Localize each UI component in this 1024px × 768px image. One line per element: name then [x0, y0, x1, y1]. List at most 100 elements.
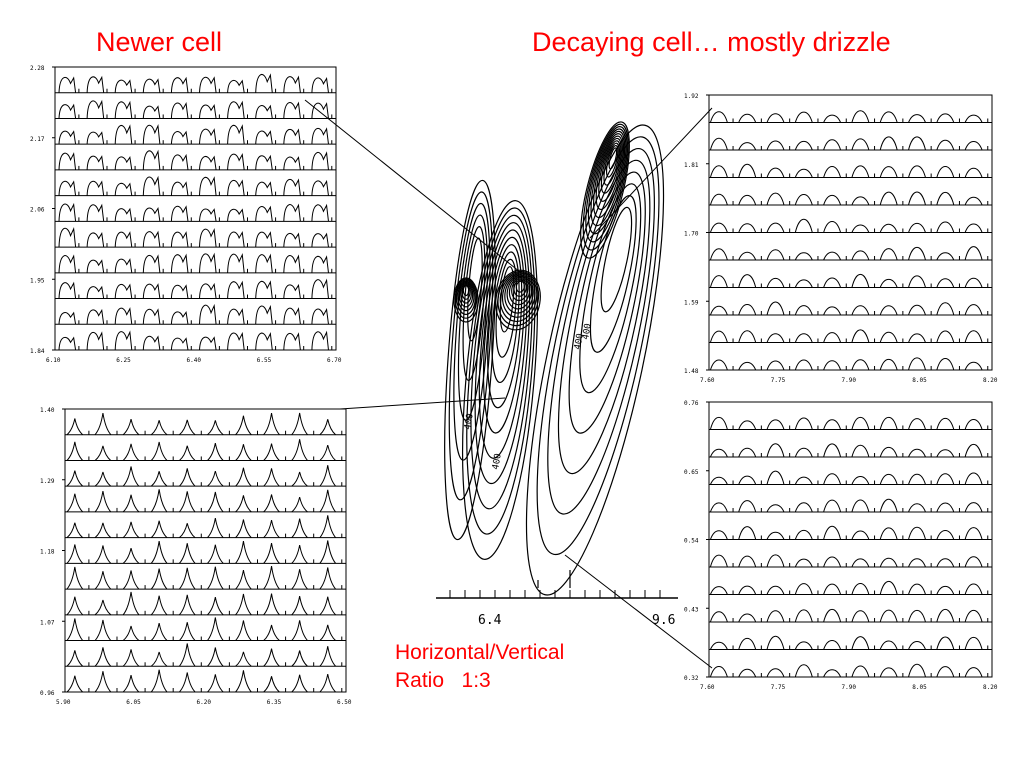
contour-line	[460, 282, 472, 304]
y-tick-label: 1.84	[30, 348, 45, 355]
aspect-ratio-caption: Horizontal/Vertical Ratio 1:3	[395, 641, 565, 692]
x-tick-label: 6.55	[257, 357, 272, 364]
x-tick-label: 6.40	[187, 357, 202, 364]
x-tick-label: 6.20	[197, 699, 212, 706]
contour-value-label: 400	[573, 333, 586, 351]
y-tick-label: 1.48	[684, 368, 699, 375]
spectrum-trace	[709, 163, 983, 178]
spectrum-trace	[66, 643, 336, 667]
x-tick-label: 7.90	[842, 684, 857, 691]
x-tick-label: 6.50	[337, 699, 352, 706]
spectrum-trace	[58, 124, 329, 145]
spectrum-trace	[66, 591, 336, 616]
contour-line	[525, 124, 665, 596]
y-tick-label: 1.18	[40, 549, 55, 556]
spectrum-trace	[58, 175, 329, 196]
spectrum-trace	[709, 580, 983, 595]
y-tick-label: 1.81	[684, 162, 699, 169]
y-tick-label: 1.95	[30, 277, 45, 284]
y-tick-label: 0.32	[684, 675, 699, 682]
contour-line	[474, 222, 531, 485]
contour-value-label: 400	[463, 413, 476, 431]
contour-line	[513, 279, 527, 297]
contour-line	[497, 270, 540, 327]
contour-line	[557, 159, 651, 475]
x-tick-label: 5.90	[56, 699, 71, 706]
spectrum-trace	[66, 565, 336, 590]
x-tick-label: 9.6	[652, 613, 675, 628]
spectrum-trace	[709, 663, 983, 678]
x-tick-label: 7.60	[700, 684, 715, 691]
contour-line	[585, 126, 628, 243]
contour-stem	[537, 570, 571, 588]
spectrum-trace	[709, 191, 983, 206]
y-tick-label: 2.06	[30, 207, 45, 214]
y-tick-label: 0.65	[684, 469, 699, 476]
spectrum-trace	[58, 149, 329, 170]
x-tick-label: 7.75	[771, 684, 786, 691]
spectrum-trace	[58, 252, 329, 273]
y-tick-label: 1.59	[684, 299, 699, 306]
contour-line	[466, 207, 536, 535]
spectrum-trace	[58, 278, 329, 299]
contour-line	[600, 206, 633, 313]
contour-line	[506, 275, 533, 310]
y-tick-label: 0.54	[684, 538, 699, 545]
spectrum-trace	[66, 617, 336, 641]
y-tick-label: 0.76	[684, 400, 699, 407]
spectrum-trace	[58, 303, 329, 325]
spectrum-trace	[58, 99, 329, 119]
contour-line	[504, 274, 534, 314]
spectra-grid-plot: 0.76 0.65 0.54 0.43 0.327.60 7.75 7.90 8.05 8.20	[684, 400, 998, 691]
spectrum-trace	[709, 357, 983, 371]
y-tick-label: 1.70	[684, 231, 699, 238]
x-tick-label: 6.70	[327, 357, 342, 364]
spectrum-trace	[709, 608, 983, 623]
spectrum-trace	[709, 470, 983, 485]
y-tick-label: 2.17	[30, 136, 45, 143]
x-tick-label: 6.10	[46, 357, 61, 364]
contour-line	[511, 278, 529, 302]
spectrum-trace	[66, 489, 336, 513]
x-tick-label: 7.60	[700, 377, 715, 384]
spectrum-trace	[58, 330, 329, 351]
panel-frame	[64, 408, 347, 693]
spectrum-trace	[58, 73, 329, 93]
y-tick-label: 1.07	[40, 619, 55, 626]
spectrum-trace	[709, 329, 983, 343]
newer-cell-title: Newer cell	[96, 27, 223, 57]
y-tick-label: 2.28	[30, 65, 45, 72]
spectrum-trace	[66, 412, 336, 436]
contour-line	[547, 147, 655, 515]
contour-line	[458, 281, 474, 308]
spectrum-trace	[709, 301, 983, 316]
x-tick-label: 8.05	[912, 377, 927, 384]
contour-line	[462, 285, 470, 297]
contour-line	[444, 179, 496, 541]
spectrum-trace	[709, 554, 983, 568]
contour-line	[582, 123, 629, 251]
contour-value-label: 400	[491, 453, 504, 471]
y-tick-label: 0.43	[684, 606, 699, 613]
y-tick-label: 1.92	[684, 93, 699, 100]
y-tick-label: 0.96	[40, 690, 55, 697]
y-tick-label: 1.29	[40, 478, 55, 485]
spectrum-trace	[66, 515, 336, 539]
spectrum-trace	[66, 465, 336, 487]
spectrum-trace	[66, 540, 336, 564]
contour-line	[457, 280, 475, 312]
y-tick-label: 1.40	[40, 407, 55, 414]
x-tick-label: 8.20	[983, 377, 998, 384]
spectrum-trace	[709, 443, 983, 458]
spectrum-trace	[709, 416, 983, 430]
spectrum-trace	[58, 202, 329, 222]
x-tick-label: 8.20	[983, 684, 998, 691]
x-tick-label: 8.05	[912, 684, 927, 691]
